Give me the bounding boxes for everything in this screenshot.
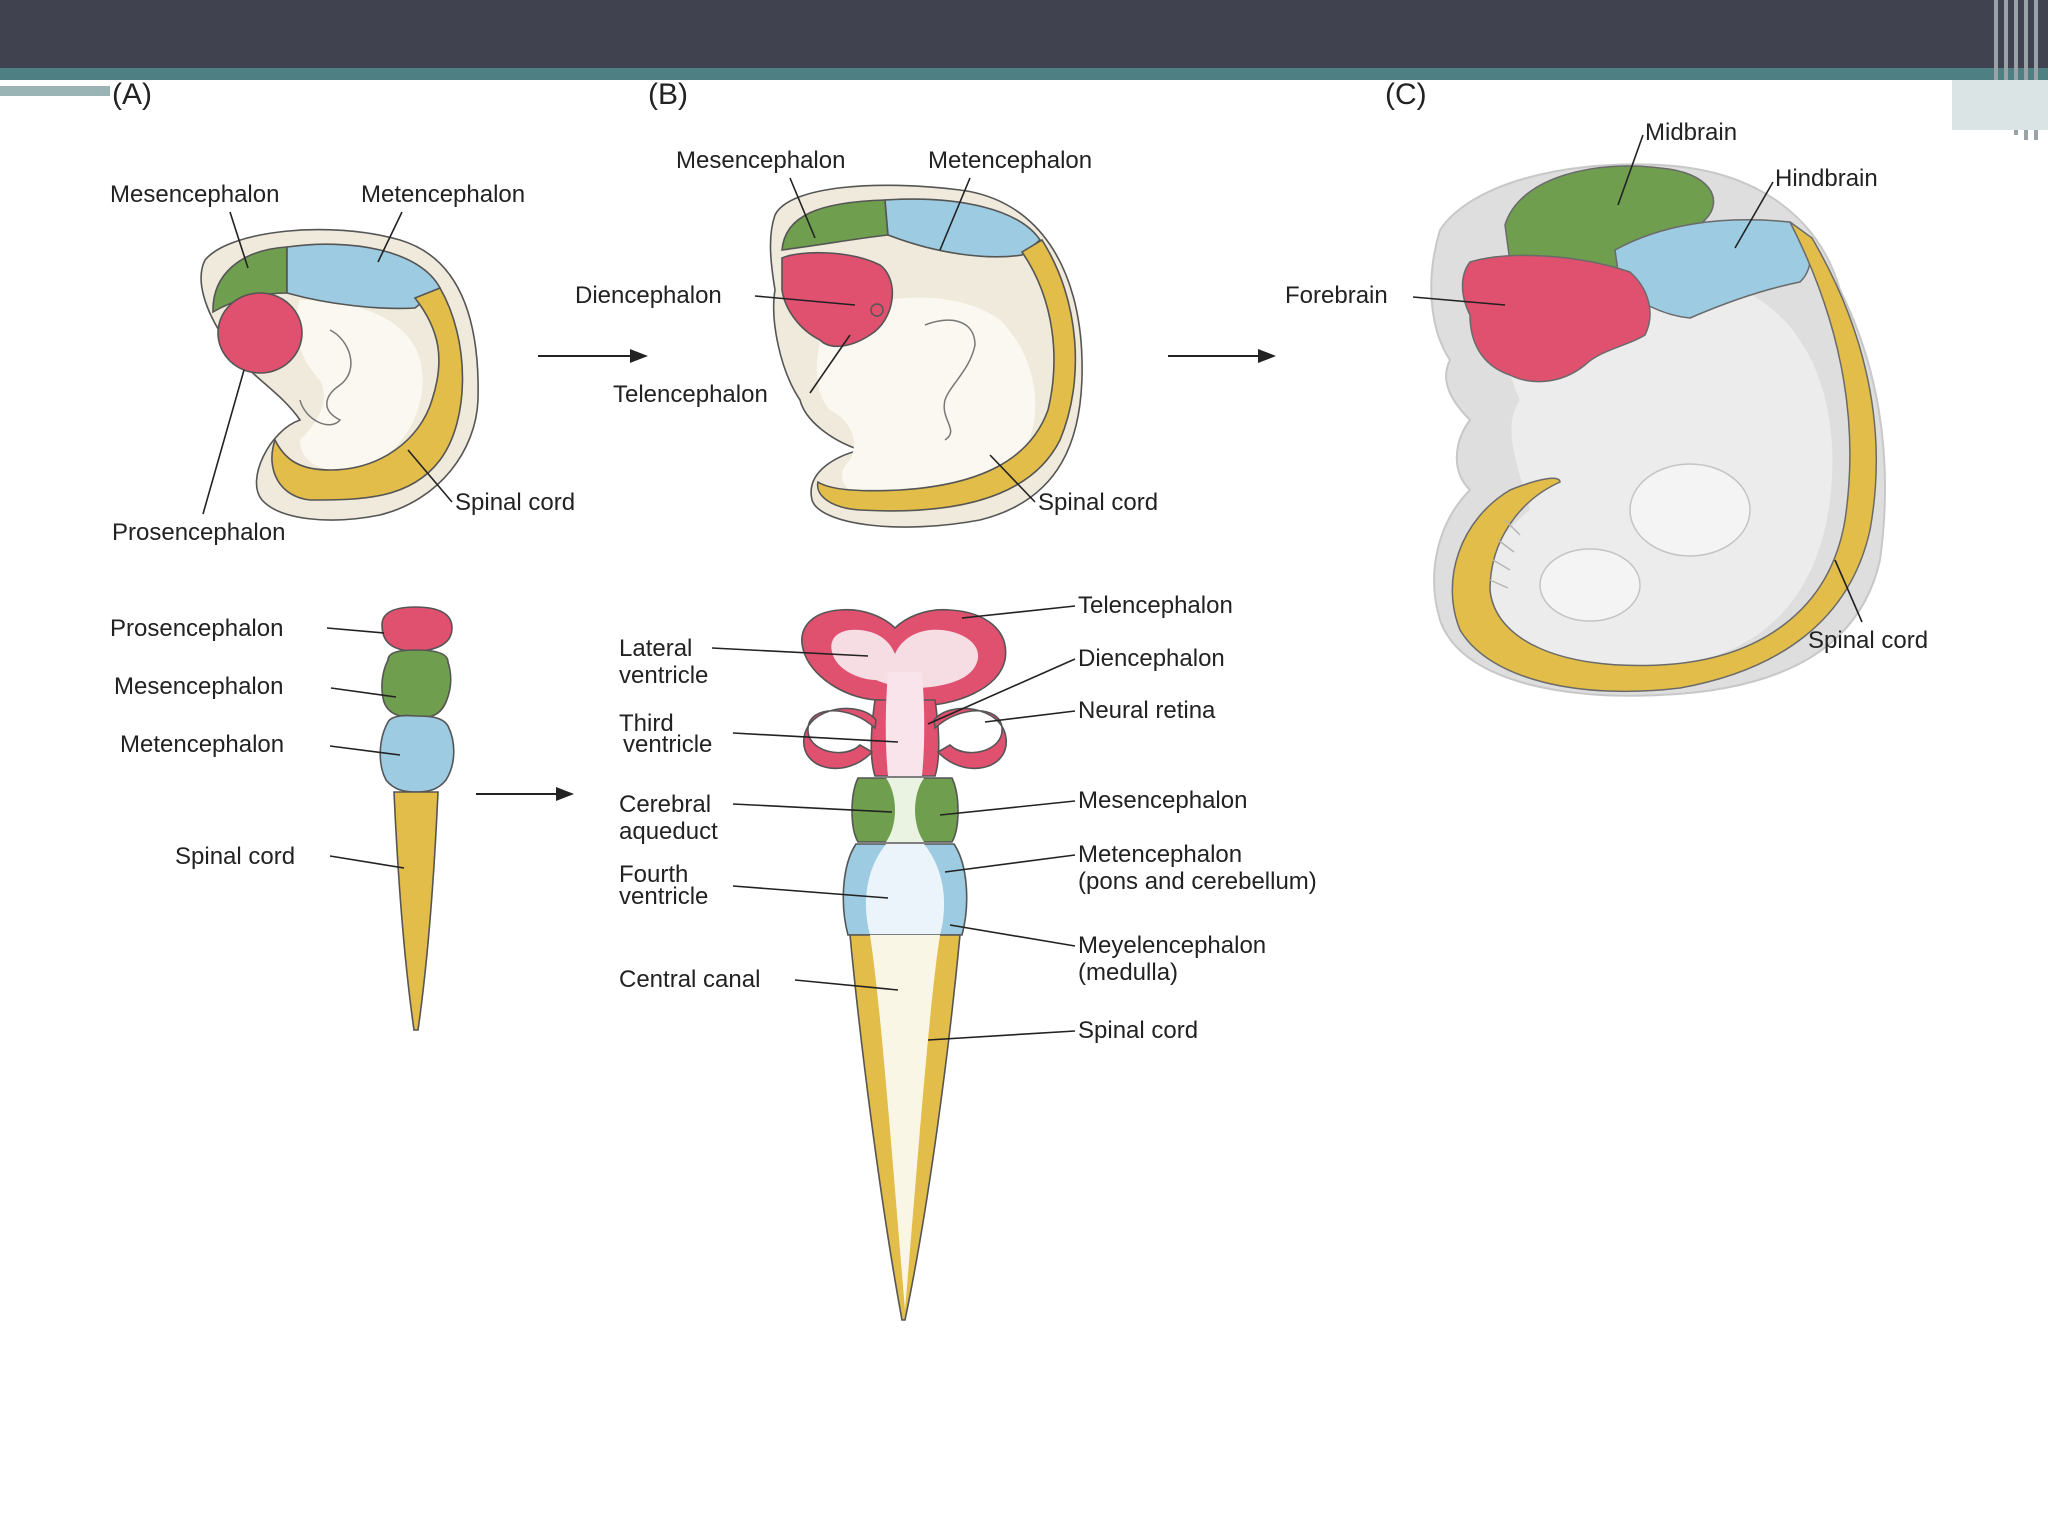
t5-mesencephalon-label: Mesencephalon [1078,787,1247,814]
tube5-neural-retina-right [933,707,1007,770]
tube5-fourth-ventricle [865,844,945,935]
t5-cerebral-label: Cerebral [619,791,711,818]
b-metencephalon-label: Metencephalon [928,147,1092,174]
accent-stripe [0,68,2048,80]
embryo-c-hindbrain [1614,219,1811,319]
t5-neural-retina-label: Neural retina [1078,697,1216,724]
embryo-c-limb-bud [1629,463,1751,557]
tube5-neural-retina-left [803,707,877,770]
t5-metencephalon-label: Metencephalon [1078,841,1242,868]
embryo-a-inner-fold [299,329,352,426]
three-vesicle-tube [379,606,455,1031]
embryo-a [200,228,479,521]
t5-ventricle1-label: ventricle [619,662,708,689]
a-metencephalon-label: Metencephalon [361,181,525,208]
b-spinal-cord-label: Spinal cord [1038,489,1158,516]
t5-medulla-label: (medulla) [1078,959,1178,986]
arrow-tube-to-tube [476,787,574,801]
embryo-b-eye [870,303,884,317]
a-prosencephalon-label: Prosencephalon [112,519,285,546]
c-spinal-cord-label: Spinal cord [1808,627,1928,654]
t5-meyelencephalon-label: Meyelencephalon [1078,932,1266,959]
b-diencephalon-label: Diencephalon [575,282,722,309]
t5-third-label: Third [619,710,674,737]
a-mesencephalon-label: Mesencephalon [110,181,279,208]
b-mesencephalon-label: Mesencephalon [676,147,845,174]
five-vesicle-tube [801,608,1007,1321]
c-hindbrain-label: Hindbrain [1775,165,1878,192]
tube5-cerebral-aqueduct [886,778,924,842]
embryo-b [769,184,1083,528]
tube3-metencephalon [379,714,455,793]
t5-fourth-label: Fourth [619,861,688,888]
embryo-b-body [816,297,1036,502]
panel-label-a: (A) [112,78,152,111]
t5-diencephalon-label: Diencephalon [1078,645,1225,672]
tube3-prosencephalon [381,606,453,653]
tube3-mesencephalon [381,649,452,719]
embryo-c-rib-texture [1489,519,1521,589]
embryo-b-metencephalon [884,198,1042,258]
accent-stripe-short [0,86,110,96]
accent-block [1952,80,2048,130]
arrow-a-to-b [538,349,648,363]
title-bar [0,0,2048,68]
embryo-c-forebrain [1461,254,1651,383]
t5-lateral-label: Lateral [619,635,692,662]
embryo-a-spinal-cord [271,286,464,501]
arrow-b-to-c [1168,349,1276,363]
tube5-central-canal [870,935,940,1310]
t5-aqueduct-label: aqueduct [619,818,718,845]
embryo-b-spinal-cord [816,238,1077,512]
b-telencephalon-label: Telencephalon [613,381,768,408]
c-forebrain-label: Forebrain [1285,282,1388,309]
t3-metencephalon-label: Metencephalon [120,731,284,758]
t5-spinal-cord-label: Spinal cord [1078,1017,1198,1044]
embryo-b-inner-fold [924,319,976,441]
t5-ventricle2-label: ventricle [623,731,712,758]
t5-ventricle3-label: ventricle [619,883,708,910]
t3-mesencephalon-label: Mesencephalon [114,673,283,700]
t3-spinal-cord-label: Spinal cord [175,843,295,870]
embryo-c [1430,163,1887,697]
t3-prosencephalon-label: Prosencephalon [110,615,283,642]
t5-telencephalon-label: Telencephalon [1078,592,1233,619]
tube5-lateral-ventricle [831,629,979,688]
panel-label-c: (C) [1385,78,1427,111]
tube3-spinal-cord [393,791,439,1031]
c-midbrain-label: Midbrain [1645,119,1737,146]
embryo-c-spinal-cord [1451,221,1878,693]
embryo-a-prosencephalon [217,292,303,374]
t5-pons-label: (pons and cerebellum) [1078,868,1317,895]
embryo-a-body [296,300,423,471]
embryo-c-limb-bud-lower [1539,548,1641,622]
embryo-b-forebrain [781,251,894,348]
tube5-third-ventricle [885,672,925,776]
t5-central-canal-label: Central canal [619,966,760,993]
panel-label-b: (B) [648,78,688,111]
a-spinal-cord-label: Spinal cord [455,489,575,516]
